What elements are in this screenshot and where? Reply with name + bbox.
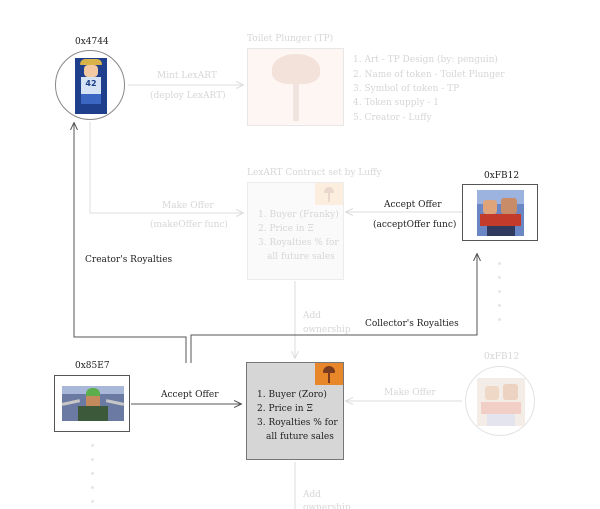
contract-top-box: 1. Buyer (Franky) 2. Price in Ξ 3. Royal… xyxy=(247,182,344,280)
contract-top-item-3: 3. Royalties % for xyxy=(258,238,339,248)
franky-image xyxy=(477,190,524,236)
contract-top-item-2: 2. Price in Ξ xyxy=(258,224,314,234)
contract-bottom-box: 1. Buyer (Zoro) 2. Price in Ξ 3. Royalti… xyxy=(246,362,344,460)
zoro-image xyxy=(62,386,124,421)
contract-top-item-4: all future sales xyxy=(267,252,335,262)
make-offer-bottom-label: Make Offer xyxy=(384,388,436,398)
creator-avatar: 42 xyxy=(55,50,125,120)
contract-bottom-item-3: 3. Royalties % for xyxy=(257,418,338,428)
shirt-number: 42 xyxy=(85,79,97,88)
add-ownership-bottom-label: Add xyxy=(303,490,322,500)
faded-franky-image xyxy=(477,378,525,426)
nft-prop-4: 4. Token supply - 1 xyxy=(353,98,439,108)
accept-offer-top-label: Accept Offer xyxy=(384,200,442,210)
creator-wallet-address: 0x4744 xyxy=(75,37,109,47)
accept-offer-top-sub-label: (acceptOffer func) xyxy=(373,220,457,230)
plunger-badge-bottom xyxy=(315,363,343,385)
nft-title: Toilet Plunger (TP) xyxy=(247,34,334,44)
contract-bottom-item-1: 1. Buyer (Zoro) xyxy=(257,390,327,400)
contract-bottom-item-2: 2. Price in Ξ xyxy=(257,404,313,414)
make-offer-top-label: Make Offer xyxy=(162,201,214,211)
nft-prop-3: 3. Symbol of token - TP xyxy=(353,84,460,94)
buyer-wallet-address: 0x85E7 xyxy=(75,361,110,371)
mint-label: Mint LexART xyxy=(157,71,217,81)
collector-wallet-box xyxy=(462,184,538,241)
plunger-badge-top xyxy=(315,183,343,205)
luffy-image: 42 xyxy=(75,58,107,114)
nft-prop-1: 1. Art - TP Design (by: penguin) xyxy=(353,55,498,65)
nft-artwork xyxy=(247,48,344,126)
collectors-royalties-arrow xyxy=(190,254,477,363)
add-ownership-bottom-sub-label: ownership xyxy=(303,503,351,509)
mint-sub-label: (deploy LexART) xyxy=(150,91,226,101)
creators-royalties-arrow xyxy=(74,123,187,363)
collector-wallet-address: 0xFB12 xyxy=(484,171,520,181)
accept-offer-bottom-label: Accept Offer xyxy=(161,390,219,400)
faded-wallet-address: 0xFB12 xyxy=(484,352,520,362)
add-ownership-top-sub-label: ownership xyxy=(303,325,351,335)
buyer-wallet-box xyxy=(54,375,130,432)
collectors-royalties-label: Collector's Royalties xyxy=(365,319,459,329)
make-offer-top-sub-label: (makeOffer func) xyxy=(150,220,228,230)
faded-wallet-avatar xyxy=(465,366,535,436)
nft-prop-5: 5. Creator - Luffy xyxy=(353,113,432,123)
contract-top-item-1: 1. Buyer (Franky) xyxy=(258,210,339,220)
creators-royalties-label: Creator's Royalties xyxy=(85,255,173,265)
contract-bottom-item-4: all future sales xyxy=(266,432,334,442)
add-ownership-top-label: Add xyxy=(303,311,322,321)
make-offer-top-arrow xyxy=(89,122,243,213)
nft-prop-2: 2. Name of token - Toilet Plunger xyxy=(353,70,505,80)
contract-top-title: LexART Contract set by Luffy xyxy=(247,168,382,178)
